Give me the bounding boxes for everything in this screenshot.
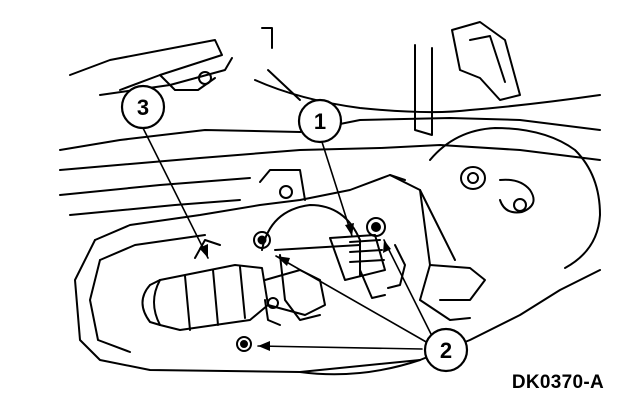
arrowhead-2c <box>258 341 270 351</box>
leader-line-2a <box>275 255 429 344</box>
mounting-bolts <box>236 217 386 352</box>
arrowhead-3 <box>199 244 208 258</box>
callout-2: 2 <box>423 327 469 373</box>
cowl-vent-opening <box>451 21 521 101</box>
callout-circle <box>120 84 166 130</box>
leader-line-2c <box>257 345 423 350</box>
bolt-lower-icon <box>236 336 252 352</box>
leader-line-2b <box>383 239 433 337</box>
bolt-right-upper-icon <box>366 217 386 237</box>
leader-arrowheads <box>199 223 391 351</box>
wiper-motor <box>141 204 406 331</box>
wiper-pivot-housing <box>429 127 601 269</box>
arrowhead-1 <box>345 223 354 236</box>
callout-1: 1 <box>297 98 343 144</box>
leader-line-3 <box>142 127 209 259</box>
leader-line-1 <box>321 141 353 237</box>
callout-number: 3 <box>137 95 149 120</box>
electrical-connector <box>329 234 386 281</box>
cowl-bolt-hole-icon <box>198 71 212 85</box>
figure-id-label: DK0370-A <box>511 372 604 393</box>
callout-number: 2 <box>440 338 452 363</box>
callout-3: 3 <box>120 84 166 130</box>
bolt-left-upper-icon <box>253 231 271 249</box>
callout-circle <box>297 98 343 144</box>
cowl-panel <box>59 21 601 216</box>
arrowhead-2a <box>276 256 290 266</box>
callout-number: 1 <box>314 109 326 134</box>
arrowhead-2b <box>383 240 391 253</box>
leader-lines <box>142 127 433 350</box>
callout-circle <box>423 327 469 373</box>
motor-mounting-bracket <box>74 169 601 376</box>
